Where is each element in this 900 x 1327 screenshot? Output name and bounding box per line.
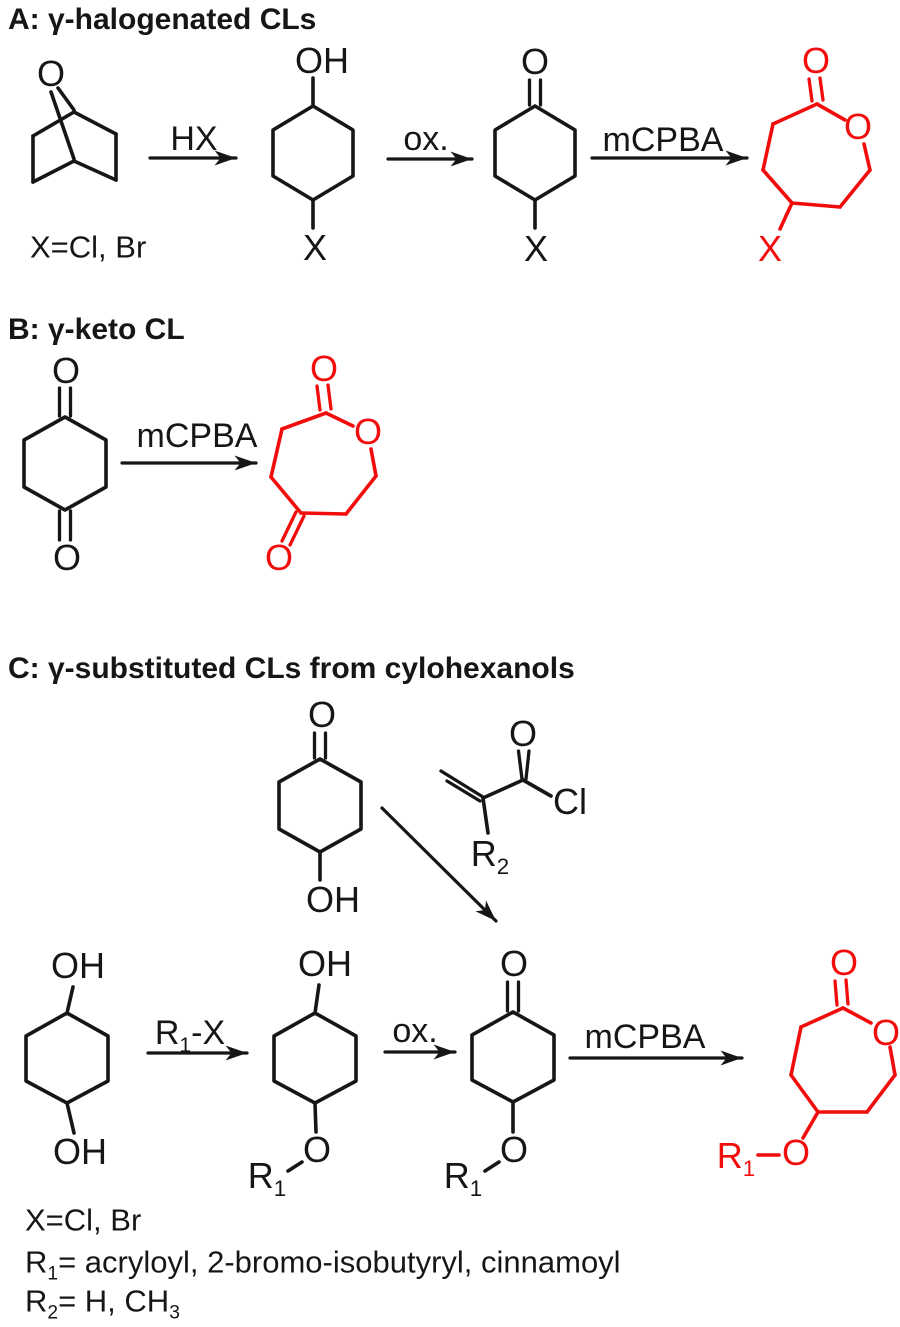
atom-o-dione-bottom: O: [52, 537, 82, 578]
r2-subscript: 2: [496, 854, 510, 880]
r1x-rest: -X: [191, 1014, 226, 1052]
atom-o-ring-lactone-b: O: [353, 411, 383, 452]
structure-4-hydroxycyclohexanone: [277, 731, 363, 882]
reagent-hx: HX: [170, 120, 218, 158]
r1x-base: R: [154, 1014, 180, 1052]
structure-cyclohexanedione: [22, 386, 108, 542]
atom-oh-diol-bottom: OH: [53, 1131, 107, 1172]
reagent-mcpba-a: mCPBA: [602, 121, 724, 159]
atom-o-ether-lactone-c: O: [781, 1132, 811, 1173]
section-c-title: C: γ-substituted CLs from cylohexanols: [8, 652, 575, 685]
atom-o-epoxide-bridge: O: [36, 53, 66, 94]
x-definition-a: X=Cl, Br: [30, 229, 147, 265]
structure-halo-caprolactone: [761, 76, 872, 231]
atom-o-halocyclohexanone: O: [520, 41, 550, 82]
group-r2-acyl-chloride: R2: [470, 833, 509, 878]
structure-4-r1oxy-cyclohexanol: [272, 983, 358, 1173]
atom-o-ether-cyclohexanol: O: [302, 1129, 332, 1170]
r2-base: R: [470, 833, 497, 874]
r1-def-base: R: [25, 1244, 48, 1280]
structure-acryloyl-chloride: [439, 749, 553, 835]
atom-o-r1oxy-cyclohexanone: O: [499, 943, 529, 984]
atom-o-acyl-chloride: O: [508, 713, 538, 754]
r1-subscript: 1: [742, 1156, 756, 1182]
atom-o-ring-lactone-c: O: [871, 1012, 900, 1053]
section-a-title: A: γ-halogenated CLs: [8, 3, 317, 36]
r2-definition: R2= H, CH3: [25, 1283, 180, 1323]
structure-keto-caprolactone: [269, 383, 378, 547]
r1-subscript: 1: [469, 1176, 483, 1202]
atom-o-carbonyl-lactone-b: O: [309, 348, 339, 389]
r1-base: R: [443, 1155, 470, 1196]
atom-o-hydroxycyclohexanone: O: [307, 694, 337, 735]
r1x-subscript: 1: [179, 1033, 192, 1057]
reagent-mcpba-b: mCPBA: [136, 417, 258, 455]
structure-oxabicycloheptane: [31, 86, 118, 184]
atom-o-ketone-lactone-b: O: [264, 537, 294, 578]
r1-def-subscript: 1: [47, 1263, 59, 1285]
atom-cl-acyl-chloride: Cl: [553, 781, 587, 822]
atom-o-carbonyl-lactone-c: O: [829, 942, 859, 983]
r2-def-subscript2: 3: [169, 1302, 180, 1324]
r1-base: R: [716, 1135, 743, 1176]
atom-oh-r1oxy-cyclohexanol: OH: [298, 943, 352, 984]
reagent-mcpba-c: mCPBA: [584, 1018, 706, 1056]
r1-definition: R1= acryloyl, 2-bromo-isobutyryl, cinnam…: [25, 1244, 621, 1284]
r2-def-subscript: 2: [47, 1302, 59, 1324]
reagent-ox-c: ox.: [392, 1012, 438, 1050]
x-definition-c: X=Cl, Br: [25, 1202, 142, 1238]
structure-r1oxy-caprolactone: [756, 978, 897, 1157]
group-r1-cyclohexanone: R1: [443, 1155, 482, 1200]
atom-o-dione-top: O: [51, 350, 81, 391]
r1-base: R: [247, 1155, 274, 1196]
structure-cyclohexanediol: [24, 985, 110, 1135]
atom-x-halocyclohexanone: X: [523, 228, 549, 269]
r1-def-rest: = acryloyl, 2-bromo-isobutyryl, cinnamoy…: [58, 1244, 621, 1280]
structure-4-halocyclohexanone: [493, 78, 577, 230]
atom-oh-halocyclohexanol: OH: [295, 40, 349, 81]
atom-x-lactone-a: X: [757, 228, 783, 269]
atom-oh-diol-top: OH: [51, 945, 105, 986]
reagent-r1x: R1-X: [154, 1014, 226, 1056]
atom-o-carbonyl-lactone-a: O: [801, 40, 831, 81]
group-r1-cyclohexanol: R1: [247, 1155, 286, 1200]
r2-def-rest: = H, CH: [58, 1283, 170, 1319]
arrow-esterification-diagonal: [380, 806, 498, 923]
structure-4-halocyclohexanol: [271, 76, 355, 230]
group-r1-lactone-c: R1: [716, 1135, 755, 1180]
atom-x-halocyclohexanol: X: [302, 227, 328, 268]
r2-def-base: R: [25, 1283, 48, 1319]
structure-4-r1oxy-cyclohexanone: [470, 980, 556, 1173]
reagent-ox-a: ox.: [403, 120, 449, 158]
r1-subscript: 1: [273, 1176, 287, 1202]
atom-oh-hydroxycyclohexanone: OH: [306, 879, 360, 920]
atom-o-ether-cyclohexanone: O: [499, 1129, 529, 1170]
atom-o-ring-lactone-a: O: [843, 106, 873, 147]
section-b-title: B: γ-keto CL: [8, 313, 185, 346]
